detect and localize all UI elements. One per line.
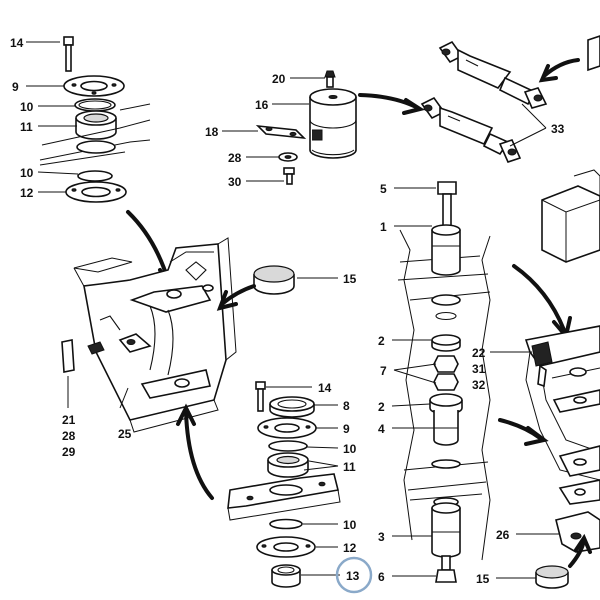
- label-15: 15: [476, 572, 490, 586]
- label-20: 20: [272, 72, 286, 86]
- label-12: 12: [20, 186, 34, 200]
- label-14: 14: [10, 36, 24, 50]
- label-9: 9: [12, 80, 19, 94]
- top-left-bearing-stack: [39, 36, 151, 203]
- label-10: 10: [343, 518, 357, 532]
- label-8: 8: [343, 399, 350, 413]
- label-6: 6: [378, 570, 385, 584]
- right-frame-assembly: 22 31 32 26 15: [472, 169, 600, 589]
- center-bearing-stack: [227, 381, 341, 588]
- label-22: 22: [472, 346, 486, 360]
- top-center-callouts: 20 16 18 28 30: [205, 72, 325, 189]
- label-11: 11: [343, 460, 356, 474]
- label-4: 4: [378, 422, 385, 436]
- label-26: 26: [496, 528, 510, 542]
- label-32: 32: [472, 378, 486, 392]
- label-2: 2: [378, 400, 385, 414]
- left-bracket-assembly: 21 28 29 25: [61, 237, 237, 459]
- label-21: 21: [62, 413, 76, 427]
- label-2: 2: [378, 334, 385, 348]
- label-7: 7: [380, 364, 387, 378]
- label-28: 28: [228, 151, 242, 165]
- label-31: 31: [472, 362, 486, 376]
- center-callouts: 14 8 9 10 11 10 12 13: [266, 381, 373, 594]
- label-9: 9: [343, 422, 350, 436]
- label-12: 12: [343, 541, 357, 555]
- label-10: 10: [343, 442, 357, 456]
- label-28: 28: [62, 429, 76, 443]
- label-18: 18: [205, 125, 219, 139]
- label-30: 30: [228, 175, 242, 189]
- label-10: 10: [20, 100, 34, 114]
- label-3: 3: [378, 530, 385, 544]
- label-16: 16: [255, 98, 269, 112]
- label-15: 15: [343, 272, 357, 286]
- top-center-rubber-mount: [255, 70, 357, 185]
- label-25: 25: [118, 427, 132, 441]
- top-left-callouts: 14 9 10 11 10 12: [10, 36, 79, 200]
- label-5: 5: [380, 182, 387, 196]
- label-14: 14: [318, 381, 332, 395]
- top-right-hydraulic-cylinders: 33: [420, 35, 600, 163]
- rubber-pad-15: 15: [216, 265, 357, 311]
- label-1: 1: [380, 220, 387, 234]
- label-33: 33: [551, 122, 565, 136]
- label-29: 29: [62, 445, 76, 459]
- label-13-highlighted[interactable]: 13: [346, 569, 360, 583]
- label-11: 11: [20, 120, 33, 134]
- arrow-up-icon: [184, 410, 214, 500]
- label-10: 10: [20, 166, 34, 180]
- highlight-circle: [335, 556, 373, 594]
- center-right-callouts: 5 1 2 7 2 4 3 6: [378, 182, 437, 584]
